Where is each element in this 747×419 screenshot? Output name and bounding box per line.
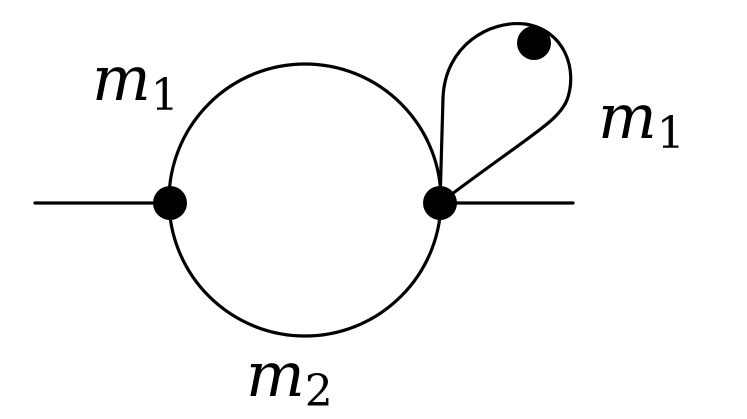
tadpole-loop (438, 22, 573, 205)
vertex-right (423, 186, 457, 220)
label-tadpole-loop: m1 (598, 80, 685, 159)
vertex-left (153, 186, 187, 220)
bubble-loop (167, 62, 443, 338)
tadpole-insertion-dot (517, 26, 551, 60)
label-lower-arc: m2 (246, 338, 333, 417)
label-upper-arc: m1 (92, 42, 179, 121)
